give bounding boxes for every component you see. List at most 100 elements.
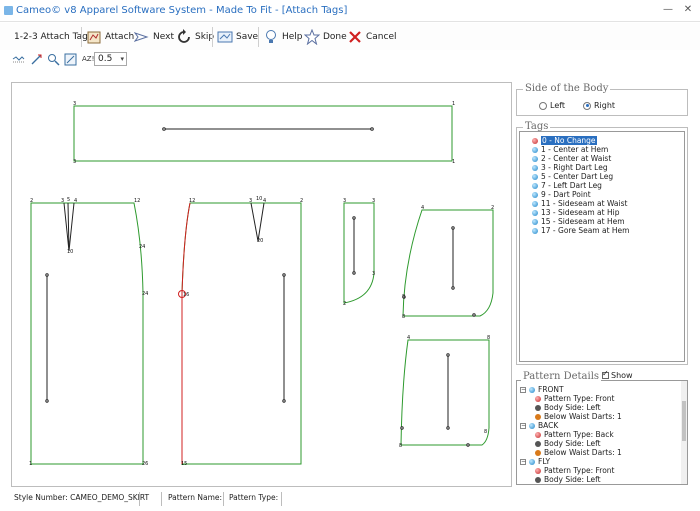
tree-node-back[interactable]: − BACK <box>520 421 559 430</box>
tree-leaf: Body Side: Left <box>535 403 601 412</box>
node-marker-icon <box>529 422 535 429</box>
tag-item[interactable]: 1 - Center at Hem <box>532 145 608 154</box>
point-label: 16 <box>183 292 189 298</box>
fit-view-icon[interactable] <box>64 53 77 66</box>
main-toolbar: 1-2-3 Attach Tags Attach Next Skip Save <box>0 23 700 50</box>
status-divider <box>139 492 140 506</box>
tag-marker-icon <box>532 227 538 234</box>
point-label: 24 <box>139 244 145 250</box>
tag-marker-icon <box>532 209 538 216</box>
detail-marker-icon <box>535 440 541 447</box>
point-label: 3 <box>372 271 375 277</box>
front-piece[interactable] <box>30 202 144 465</box>
increment-select[interactable]: 0.5 ▾ <box>94 52 127 66</box>
tag-item[interactable]: 5 - Center Dart Leg <box>532 172 613 181</box>
chevron-down-icon: ▾ <box>120 55 124 63</box>
fly-piece[interactable] <box>343 202 375 304</box>
point-label: 3 <box>249 198 252 204</box>
cancel-x-icon <box>349 31 361 43</box>
attach-tag-icon <box>87 31 101 44</box>
tree-leaf: Body Side: Left <box>535 475 601 484</box>
tree-node-fly[interactable]: − FLY <box>520 457 551 466</box>
tag-item[interactable]: 17 - Gore Seam at Hem <box>532 226 629 235</box>
tag-item[interactable]: 7 - Left Dart Leg <box>532 181 602 190</box>
right-side-radio[interactable]: Right <box>583 101 615 110</box>
point-label: 1 <box>452 101 455 107</box>
point-label: 3 <box>73 159 76 165</box>
chain-tool-icon[interactable] <box>12 53 25 66</box>
tag-item[interactable]: 0 - No Change <box>532 136 597 145</box>
point-label: 2 <box>30 198 33 204</box>
help-button[interactable]: Help <box>263 28 303 46</box>
point-label: 15 <box>181 461 187 467</box>
pattern-drawing: 3 1 3 1 2 3 5 4 10 12 24 24 26 1 <box>29 101 494 467</box>
tag-item[interactable]: 3 - Right Dart Leg <box>532 163 608 172</box>
collapse-icon[interactable]: − <box>520 421 527 429</box>
tag-marker-icon <box>532 146 538 153</box>
scroll-thumb[interactable] <box>682 401 686 441</box>
tags-panel: Tags 0 - No Change 1 - Center at Hem 2 -… <box>516 121 688 365</box>
status-divider <box>161 492 162 506</box>
point-label: 26 <box>142 461 148 467</box>
status-divider <box>223 492 224 506</box>
point-label: 12 <box>189 198 195 204</box>
next-button[interactable]: Next <box>134 28 174 46</box>
tag-item[interactable]: 15 - Sideseam at Hem <box>532 217 625 226</box>
pattern-piece-b[interactable] <box>400 339 490 447</box>
pattern-piece-a[interactable] <box>402 209 494 317</box>
tag-item[interactable]: 2 - Center at Waist <box>532 154 611 163</box>
detail-marker-icon <box>535 431 541 438</box>
waistband-piece[interactable] <box>73 105 453 162</box>
point-label: 4 <box>407 335 410 341</box>
toolbar-divider <box>81 27 82 47</box>
point-label: 4 <box>263 198 266 204</box>
left-side-radio[interactable]: Left <box>539 101 565 110</box>
collapse-icon[interactable]: − <box>520 457 527 465</box>
status-bar: Style Number: CAMEO_DEMO_SKIRT Pattern N… <box>0 488 700 511</box>
zoom-icon[interactable] <box>47 53 60 66</box>
tag-item[interactable]: 11 - Sideseam at Waist <box>532 199 627 208</box>
tags-list[interactable]: 0 - No Change 1 - Center at Hem 2 - Cent… <box>519 131 685 362</box>
point-label: 8 <box>487 335 490 341</box>
app-logo-icon <box>4 6 13 15</box>
tree-leaf: Pattern Type: Front <box>535 466 614 475</box>
pattern-details-tree[interactable]: − FRONT Pattern Type: Front Body Side: L… <box>516 380 688 485</box>
detail-marker-icon <box>535 476 541 483</box>
pattern-canvas[interactable]: 3 1 3 1 2 3 5 4 10 12 24 24 26 1 <box>11 82 512 487</box>
save-button[interactable]: Save <box>217 28 258 46</box>
point-label: 2 <box>491 205 494 211</box>
line-arrow-tool-icon[interactable] <box>30 53 43 66</box>
tag-item[interactable]: 13 - Sideseam at Hip <box>532 208 619 217</box>
point-label: 2 <box>300 198 303 204</box>
tag-marker-icon <box>532 191 538 198</box>
collapse-icon[interactable]: − <box>520 385 527 393</box>
point-label: 10 <box>67 249 73 255</box>
show-details-checkbox[interactable]: Show <box>600 369 635 380</box>
tag-marker-icon <box>532 182 538 189</box>
increment-label: AZ! <box>82 55 95 63</box>
point-label: 8 <box>402 314 405 320</box>
done-button[interactable]: Done <box>304 28 347 46</box>
details-scrollbar[interactable] <box>681 381 687 484</box>
point-label: 12 <box>134 198 140 204</box>
point-label: 3 <box>61 198 64 204</box>
point-label: 3 <box>343 198 346 204</box>
cancel-button[interactable]: Cancel <box>347 28 397 46</box>
tree-leaf: Pattern Type: Front <box>535 394 614 403</box>
point-label: 4 <box>421 205 424 211</box>
point-label: 1 <box>452 159 455 165</box>
tag-marker-icon <box>532 218 538 225</box>
tag-item[interactable]: 9 - Dart Point <box>532 190 591 199</box>
attach-button[interactable]: Attach <box>86 28 134 46</box>
toolbar-divider <box>258 27 259 47</box>
tree-node-front[interactable]: − FRONT <box>520 385 564 394</box>
close-window-button[interactable]: ✕ <box>683 4 693 15</box>
toolbar-divider <box>212 27 213 47</box>
tag-marker-icon <box>532 155 538 162</box>
point-label: 8 <box>399 443 402 449</box>
skip-button[interactable]: Skip <box>176 28 214 46</box>
back-piece[interactable] <box>178 202 302 465</box>
next-arrow-icon <box>134 32 149 42</box>
minimize-button[interactable]: — <box>663 4 673 15</box>
save-icon <box>217 31 233 43</box>
